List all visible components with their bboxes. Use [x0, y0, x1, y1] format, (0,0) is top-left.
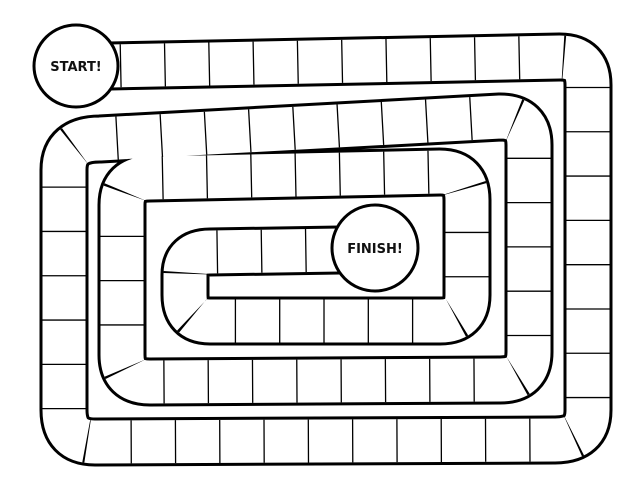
spiral-track [64, 57, 588, 442]
start-label: START! [50, 60, 102, 75]
start-space: START! [32, 23, 120, 109]
finish-label: FINISH! [347, 242, 403, 257]
finish-space: FINISH! [330, 203, 420, 293]
